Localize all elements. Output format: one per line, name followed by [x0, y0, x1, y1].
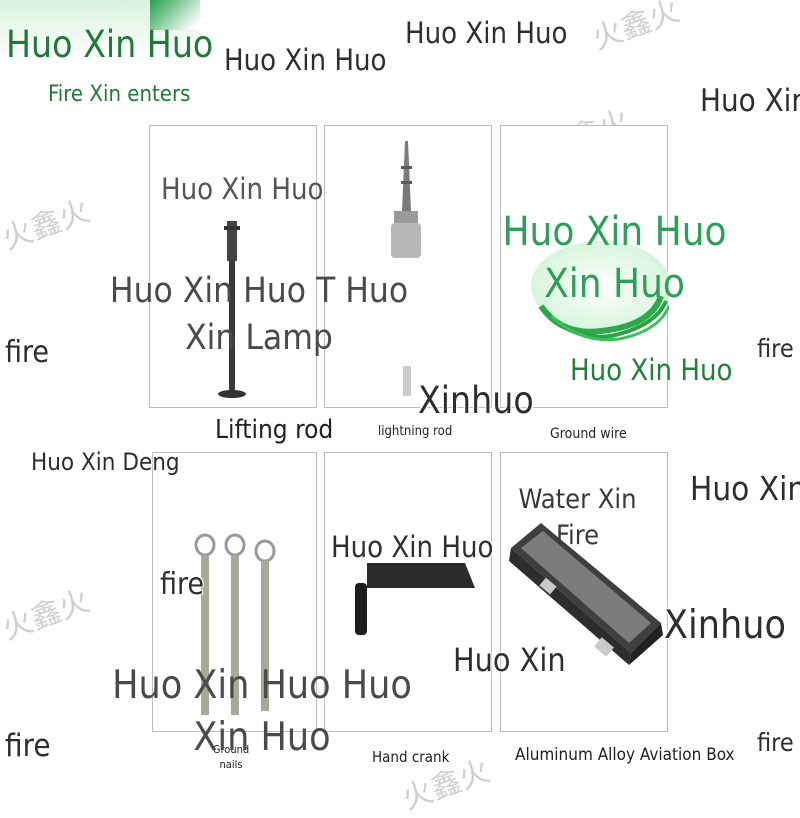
- product-panel-ground-wire: [500, 125, 671, 408]
- brand-title: Huo Xin Huo: [6, 23, 214, 66]
- lightning-rod-icon: [391, 141, 421, 396]
- ground-wire-coil-icon: [531, 241, 671, 342]
- corner-accent: [150, 0, 200, 30]
- aviation-box-icon: [509, 523, 663, 665]
- watermark-text: Huo Xin: [700, 83, 800, 119]
- watermark-text: fire: [757, 334, 794, 363]
- watermark-text: fire: [5, 335, 50, 370]
- watermark-text: Huo Xin Huo: [405, 16, 568, 50]
- cjk-watermark: 火鑫火: [587, 0, 685, 58]
- watermark-text: Huo Xin: [690, 469, 800, 508]
- watermark-text: fire: [757, 728, 794, 757]
- hand-crank-icon: [355, 563, 475, 635]
- cjk-watermark: 火鑫火: [0, 583, 95, 648]
- watermark-text: Huo Xin Huo: [570, 353, 733, 387]
- caption-ground-nails: Ground nails: [212, 743, 250, 772]
- caption-ground-wire: Ground wire: [550, 426, 627, 442]
- product-panel-lifting-rod: [149, 125, 317, 408]
- watermark-text: fire: [5, 728, 51, 764]
- caption-lifting-rod: Lifting rod: [215, 415, 334, 445]
- watermark-text: Xinhuo: [664, 603, 786, 648]
- product-panel-ground-nails: [152, 452, 317, 732]
- product-panel-lightning-rod: [324, 125, 492, 408]
- watermark-text: Huo Xin Huo: [331, 530, 494, 564]
- caption-hand-crank: Hand crank: [372, 748, 450, 766]
- watermark-text: Water Xin Fire: [518, 484, 637, 552]
- product-panel-aviation-box: [500, 452, 668, 732]
- product-panel-hand-crank: [324, 452, 492, 732]
- cjk-watermark: 火鑫火: [0, 193, 95, 258]
- watermark-text: Huo Xin Huo: [161, 172, 324, 206]
- ground-nails-icon: [194, 533, 276, 715]
- watermark-text: fire: [160, 567, 205, 602]
- watermark-text: Huo Xin Deng: [31, 448, 180, 476]
- watermark-text: Huo Xin Huo T Huo Xin Lamp: [109, 271, 409, 359]
- brand-subtitle: Fire Xin enters: [48, 82, 191, 107]
- watermark-text: Huo Xin: [453, 641, 566, 679]
- watermark-text: Huo Xin Huo: [224, 43, 387, 77]
- watermark-text: Xinhuo: [418, 379, 534, 422]
- caption-lightning-rod: lightning rod: [378, 424, 453, 439]
- lifting-rod-icon: [218, 221, 246, 398]
- caption-aviation-box: Aluminum Alloy Aviation Box: [515, 745, 735, 765]
- watermark-text: Huo Xin Huo Huo Xin Huo: [112, 663, 412, 760]
- watermark-text: Huo Xin Huo Xin Huo: [502, 209, 727, 307]
